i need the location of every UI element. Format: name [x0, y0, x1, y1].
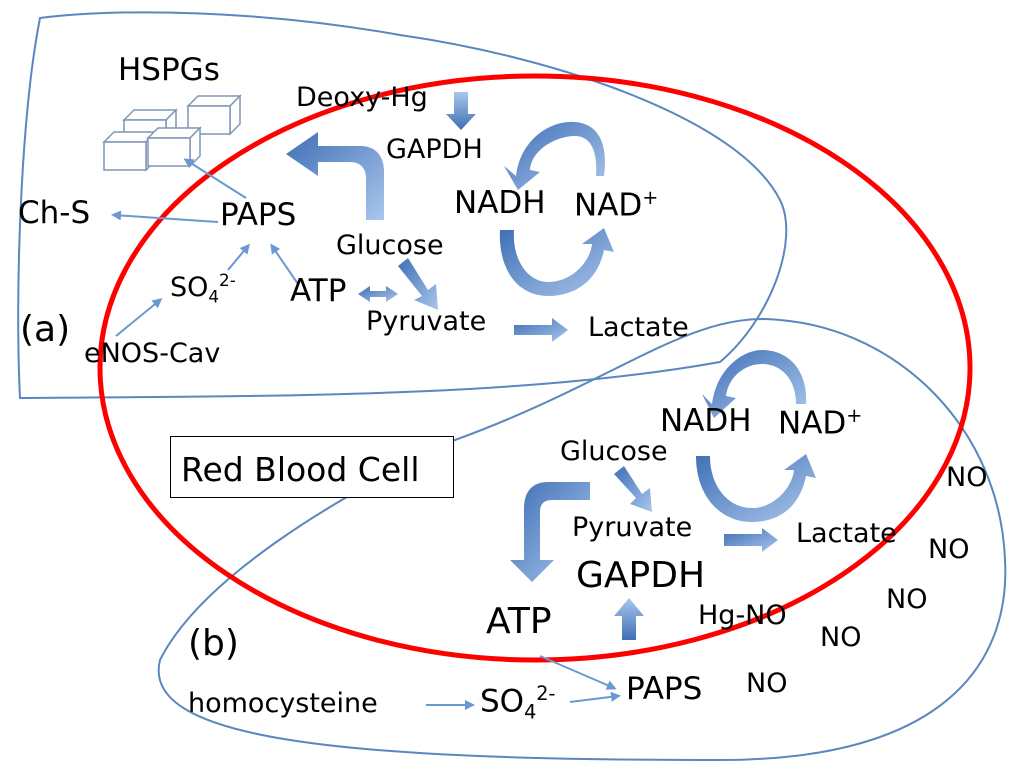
arrow-pyruvate-lactate	[514, 318, 568, 342]
no-label-4: NO	[820, 622, 862, 653]
glucose-b-label: Glucose	[560, 436, 668, 467]
arrow-deoxyhg-gapdh	[446, 92, 476, 130]
hg-no-label: Hg-NO	[698, 600, 787, 631]
chs-label: Ch-S	[18, 195, 91, 231]
red-blood-cell-label: Red Blood Cell	[181, 450, 420, 489]
arrow-atp-paps-b	[539, 655, 617, 690]
arrow-enos-so4	[115, 298, 163, 337]
red-blood-cell-box: Red Blood Cell	[170, 436, 454, 498]
arrow-glucose-pyruvate-b	[614, 466, 652, 512]
arrow-paps-hspgs	[183, 158, 247, 199]
no-label-2: NO	[928, 534, 970, 565]
lactate-a-label: Lactate	[588, 312, 689, 343]
cycle-a-bottom	[499, 228, 614, 296]
pyruvate-b-label: Pyruvate	[572, 512, 693, 543]
enos-cav-label: eNOS-Cav	[84, 338, 221, 369]
rbc-membrane	[97, 73, 973, 663]
arrow-paps-chs	[111, 210, 219, 223]
cycle-a-top	[504, 121, 605, 190]
paps-b-label: PAPS	[626, 671, 703, 707]
so4-a-label: SO42-	[170, 270, 236, 307]
arrow-glucose-atp-bent	[510, 482, 590, 582]
deoxy-hg-label: Deoxy-Hg	[296, 82, 428, 113]
no-label-3: NO	[886, 584, 928, 615]
no-label-5: NO	[746, 668, 788, 699]
gapdh-a-label: GAPDH	[386, 134, 483, 165]
panel-a-tag: (a)	[20, 309, 71, 350]
no-label-1: NO	[946, 462, 988, 493]
panel-a-outline	[17, 11, 788, 400]
hspgs-label: HSPGs	[118, 52, 220, 88]
cycle-b-top	[702, 350, 807, 418]
arrow-atp-paps	[270, 243, 299, 285]
homocysteine-label: homocysteine	[188, 688, 378, 719]
gapdh-b-label: GAPDH	[576, 555, 706, 596]
panel-b-tag: (b)	[188, 623, 239, 664]
so4-b-label: SO42-	[480, 682, 556, 724]
arrow-so4-paps	[227, 243, 250, 271]
arrow-pyruvate-lactate-b	[724, 528, 778, 552]
arrow-glucose-pyruvate	[398, 258, 438, 310]
atp-a-label: ATP	[290, 273, 347, 309]
nad-a-label: NAD+	[574, 186, 659, 224]
nadh-b-label: NADH	[660, 403, 752, 439]
arrow-hgno-gapdh	[614, 598, 644, 640]
arrow-atp-pyruvate	[358, 286, 398, 302]
atp-b-label: ATP	[486, 601, 552, 642]
panel-b-outline	[157, 318, 1007, 762]
nadh-a-label: NADH	[454, 185, 546, 221]
cycle-b-bottom	[696, 454, 816, 522]
lactate-b-label: Lactate	[796, 518, 897, 549]
glucose-a-label: Glucose	[336, 230, 444, 261]
nad-b-label: NAD+	[778, 404, 863, 442]
paps-a-label: PAPS	[220, 197, 297, 233]
pyruvate-a-label: Pyruvate	[366, 306, 487, 337]
arrow-so4-paps-b	[569, 691, 621, 703]
hspg-cubes	[102, 94, 242, 172]
arrow-glucose-paps-bent	[286, 132, 384, 220]
